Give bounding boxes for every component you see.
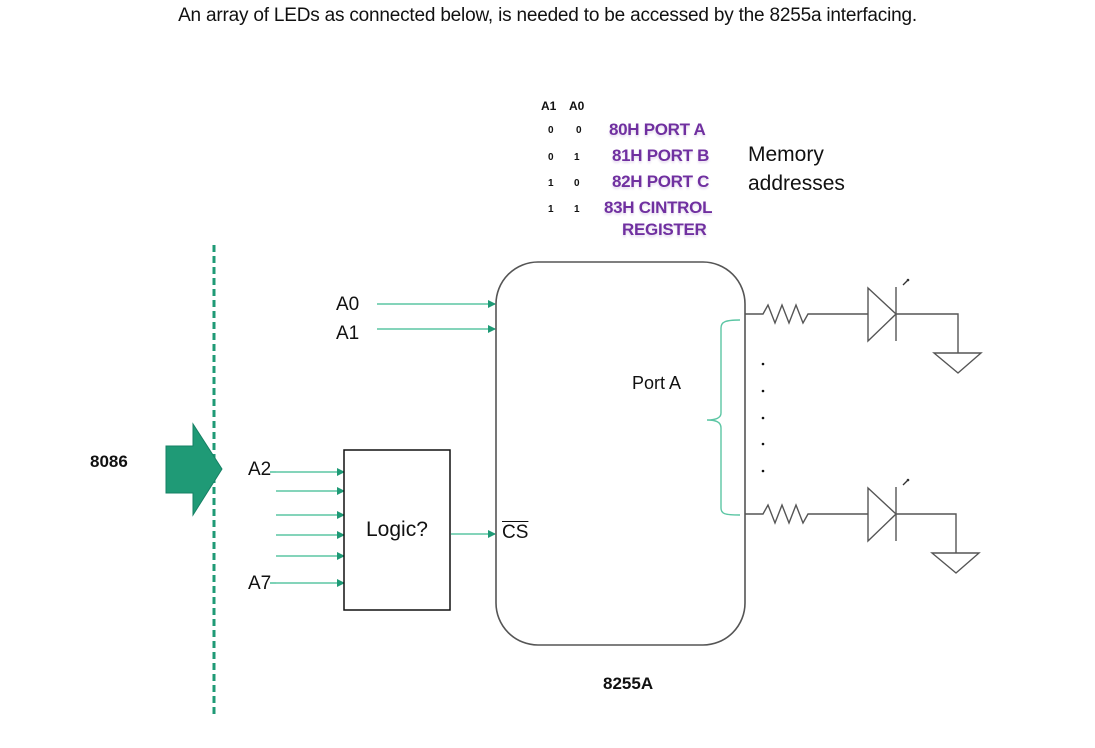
chip-select-label: CS — [502, 522, 529, 543]
row-3-a0: 1 — [574, 204, 580, 215]
cpu-label: 8086 — [90, 452, 128, 471]
row-0-a0: 0 — [576, 125, 582, 136]
led-branch-top — [745, 278, 983, 374]
resistor-icon — [745, 503, 850, 525]
row-1-a1: 0 — [548, 152, 554, 163]
address-control-register: 83H CINTROL — [604, 198, 713, 217]
ground-icon — [932, 352, 983, 374]
ppi-chip-label: 8255A — [603, 674, 654, 693]
address-port-a: 80H PORT A — [609, 120, 706, 139]
address-port-b: 81H PORT B — [612, 146, 710, 165]
port-a-label: Port A — [632, 373, 682, 393]
signal-a0-label: A0 — [336, 294, 360, 315]
ellipsis-dots — [761, 362, 765, 473]
signal-a1-label: A1 — [336, 323, 360, 344]
address-port-c: 82H PORT C — [612, 172, 710, 191]
row-2-a1: 1 — [548, 178, 554, 189]
memory-addresses-note-line2: addresses — [748, 172, 845, 195]
memory-addresses-note-line1: Memory — [748, 143, 824, 166]
address-control-register-cont: REGISTER — [622, 220, 707, 239]
port-a-brace — [706, 319, 741, 516]
signal-a2-label: A2 — [248, 459, 272, 480]
row-0-a1: 0 — [548, 125, 554, 136]
resistor-icon — [745, 303, 850, 325]
led-diode-icon — [867, 286, 898, 343]
led-branch-bottom — [745, 478, 981, 574]
row-2-a0: 0 — [574, 178, 580, 189]
ground-icon — [930, 552, 981, 574]
header-a1: A1 — [541, 99, 557, 113]
cpu-bus-arrow-icon — [165, 422, 223, 517]
logic-block — [343, 449, 451, 611]
led-diode-icon — [867, 486, 898, 543]
signal-a7-label: A7 — [248, 573, 272, 594]
ppi-8255a-block — [495, 261, 746, 646]
row-1-a0: 1 — [574, 152, 580, 163]
page-title: An array of LEDs as connected below, is … — [178, 5, 917, 26]
row-3-a1: 1 — [548, 204, 554, 215]
header-a0: A0 — [569, 99, 585, 113]
logic-block-label: Logic? — [366, 518, 428, 541]
